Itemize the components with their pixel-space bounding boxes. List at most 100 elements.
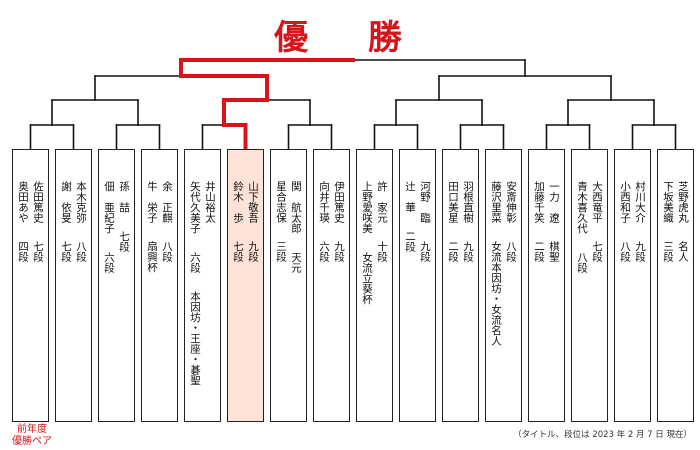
player-name: 加藤千笑 (533, 181, 545, 223)
player-rank: 八段 (505, 241, 517, 262)
player-name: 謝 依旻 (60, 181, 72, 223)
pair-card: 村川大介九段小西和子八段 (614, 149, 651, 422)
player-entry: 小西和子八段 (618, 181, 632, 421)
pair-card: 大西竜平七段青木喜久代八段 (571, 149, 608, 422)
player-name: 大西竜平 (591, 181, 603, 223)
pair-card: 伊田篤史九段向井千瑛六段 (313, 149, 350, 422)
player-entry: 安斎伸彰八段 (504, 181, 518, 421)
player-entry: 孫 喆七段 (117, 181, 131, 421)
player-rank: 三段 (662, 241, 674, 262)
player-entry: 河野 臨九段 (418, 181, 432, 421)
player-name: 佃 亜紀子 (103, 181, 115, 234)
player-entry: 謝 依旻七段 (59, 181, 73, 421)
pair-columns: 羽根直樹九段田口美星二段 (443, 150, 478, 421)
player-name: 青木喜久代 (576, 181, 588, 234)
pair-columns: 余 正麒八段牛 栄子扇興杯 (142, 150, 177, 421)
player-name: 伊田篤史 (333, 181, 345, 223)
player-entry: 辻 華二段 (403, 181, 417, 421)
player-rank: 三段 (275, 241, 287, 262)
player-rank: 九段 (462, 241, 474, 262)
pair-card: 佐田篤史七段奥田あや四段 (12, 149, 49, 422)
pair-card: 孫 喆七段佃 亜紀子六段 (98, 149, 135, 422)
pair-card: 余 正麒八段牛 栄子扇興杯 (141, 149, 178, 422)
player-entry: 井山裕太 (203, 181, 217, 421)
player-entry: 芝野虎丸名人 (676, 181, 690, 421)
player-rank: 八段 (161, 241, 173, 262)
player-entry: 関 航太郎天元 (289, 181, 303, 421)
player-name: 羽根直樹 (462, 181, 474, 223)
player-name: 田口美星 (447, 181, 459, 223)
pair-card: 本木克弥八段謝 依旻七段 (55, 149, 92, 422)
player-rank: 九段 (333, 241, 345, 262)
pair-columns: 伊田篤史九段向井千瑛六段 (314, 150, 349, 421)
player-name: 辻 華 (404, 181, 416, 213)
pair-columns: 許 家元十段上野愛咲美女流立葵杯 (357, 150, 392, 421)
player-rank: 九段 (247, 241, 259, 262)
player-name: 下坂美織 (662, 181, 674, 223)
player-entry: 奥田あや四段 (16, 181, 30, 421)
player-title: 天元 (290, 251, 302, 273)
player-entry: 大西竜平七段 (590, 181, 604, 421)
pair-columns: 一力 遼棋聖加藤千笑二段 (529, 150, 564, 421)
player-name: 余 正麒 (161, 181, 173, 223)
pair-columns: 佐田篤史七段奥田あや四段 (13, 150, 48, 421)
player-entry: 田口美星二段 (446, 181, 460, 421)
player-rank: 七段 (591, 241, 603, 262)
pair-card: 許 家元十段上野愛咲美女流立葵杯 (356, 149, 393, 422)
player-entry: 余 正麒八段 (160, 181, 174, 421)
pair-columns: 本木克弥八段謝 依旻七段 (56, 150, 91, 421)
player-name: 芝野虎丸 (677, 181, 689, 223)
pair-columns: 山下敬吾九段鈴木 歩七段 (228, 150, 263, 421)
player-title: 棋聖 (548, 241, 560, 262)
pair-card: 一力 遼棋聖加藤千笑二段 (528, 149, 565, 422)
player-rank: 二段 (533, 241, 545, 262)
pair-card: 河野 臨九段辻 華二段 (399, 149, 436, 422)
champion-title: 優 勝 (274, 18, 426, 58)
pair-card: 羽根直樹九段田口美星二段 (442, 149, 479, 422)
player-title: 女流立葵杯 (361, 251, 373, 305)
pair-columns: 井山裕太矢代久美子六段本因坊・王座・碁聖 (185, 150, 220, 421)
player-name: 村川大介 (634, 181, 646, 223)
player-entry: 加藤千笑二段 (532, 181, 546, 421)
player-name: 佐田篤史 (32, 181, 44, 223)
player-name: 安斎伸彰 (505, 181, 517, 223)
player-entry: 佐田篤史七段 (31, 181, 45, 421)
pair-columns: 村川大介九段小西和子八段 (615, 150, 650, 421)
player-rank: 八段 (576, 251, 588, 273)
player-name: 一力 遼 (548, 181, 560, 223)
previous-winner-label: 前年度 優勝ペア (12, 424, 52, 447)
player-name: 小西和子 (619, 181, 631, 223)
player-title: 本因坊・王座・碁聖 (189, 290, 201, 386)
pair-card: 関 航太郎天元星合志保三段 (270, 149, 307, 422)
player-name: 鈴木 歩 (232, 181, 244, 223)
player-rank: 七段 (232, 241, 244, 262)
pair-columns: 関 航太郎天元星合志保三段 (271, 150, 306, 421)
pair-card: 山下敬吾九段鈴木 歩七段 (227, 149, 264, 422)
player-entry: 羽根直樹九段 (461, 181, 475, 421)
player-name: 牛 栄子 (146, 181, 158, 223)
player-entry: 矢代久美子六段本因坊・王座・碁聖 (188, 181, 202, 421)
pair-card: 井山裕太矢代久美子六段本因坊・王座・碁聖 (184, 149, 221, 422)
player-entry: 下坂美織三段 (661, 181, 675, 421)
player-rank: 四段 (17, 241, 29, 262)
player-title: 扇興杯 (146, 241, 158, 273)
player-entry: 山下敬吾九段 (246, 181, 260, 421)
pair-columns: 安斎伸彰八段藤沢里菜女流本因坊・女流名人 (486, 150, 521, 421)
player-entry: 佃 亜紀子六段 (102, 181, 116, 421)
player-rank: 六段 (189, 251, 201, 273)
player-title: 女流本因坊・女流名人 (490, 241, 502, 346)
player-name: 関 航太郎 (290, 181, 302, 234)
player-rank: 十段 (376, 241, 388, 262)
player-rank: 二段 (404, 230, 416, 252)
player-entry: 許 家元十段 (375, 181, 389, 421)
player-entry: 星合志保三段 (274, 181, 288, 421)
player-name: 矢代久美子 (189, 181, 201, 234)
pair-columns: 河野 臨九段辻 華二段 (400, 150, 435, 421)
player-name: 奥田あや (17, 181, 29, 223)
footnote: （タイトル、段位は 2023 年 2 月 7 日 現在） (513, 430, 692, 440)
player-name: 向井千瑛 (318, 181, 330, 223)
player-entry: 上野愛咲美女流立葵杯 (360, 181, 374, 421)
player-title: 名人 (677, 241, 689, 262)
player-name: 本木克弥 (75, 181, 87, 223)
